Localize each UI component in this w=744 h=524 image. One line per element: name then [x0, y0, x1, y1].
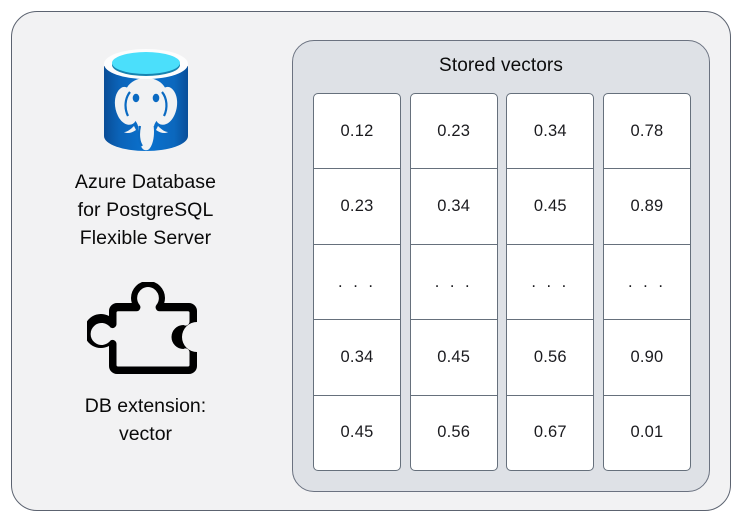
database-section: Azure Database for PostgreSQL Flexible S… [18, 30, 273, 485]
vector-cell: 0.01 [630, 423, 664, 442]
extension-caption: DB extension: vector [85, 392, 206, 448]
vector-cell: 0.45 [507, 169, 594, 245]
vector-cell: 0.34 [314, 320, 400, 396]
vector-column-4: 0.78 0.89 . . . 0.90 0.01 [602, 93, 691, 471]
extension-caption-line-1: DB extension: [84, 395, 207, 417]
vector-cell-ellipsis: . . . [410, 245, 497, 321]
azure-postgresql-database-icon [94, 42, 198, 160]
stored-vectors-title: Stored vectors [439, 55, 563, 76]
extension-caption-line-2: vector [118, 423, 173, 445]
vector-cell-ellipsis: . . . [507, 245, 594, 321]
vector-cell-ellipsis: . . . [314, 245, 400, 321]
vector-cell: 0.78 [603, 94, 690, 170]
vector-cell: 0.45 [340, 423, 374, 442]
vector-column-3: 0.34 0.45 . . . 0.56 0.67 [506, 93, 595, 471]
vector-cell: 0.12 [314, 94, 400, 170]
vector-cell: 0.67 [533, 423, 567, 442]
vector-cell-ellipsis: . . . [603, 245, 690, 321]
vector-cell: 0.34 [410, 169, 497, 245]
vector-column-1: 0.12 0.23 . . . 0.34 0.45 [313, 93, 401, 471]
vector-cell: 0.56 [507, 320, 594, 396]
puzzle-piece-icon [83, 281, 205, 382]
stored-vectors-grid: 0.12 0.23 . . . 0.34 0.45 0.23 0.34 . . … [313, 93, 691, 471]
database-caption-line-3: Flexible Server [79, 227, 212, 249]
vector-cell: 0.89 [603, 169, 690, 245]
vector-cell: 0.23 [410, 94, 497, 170]
database-caption-line-2: for PostgreSQL [77, 199, 214, 221]
vector-column-2: 0.23 0.34 . . . 0.45 0.56 [409, 93, 498, 471]
vector-cell: 0.45 [410, 320, 497, 396]
database-caption-line-1: Azure Database [74, 171, 217, 193]
database-caption: Azure Database for PostgreSQL Flexible S… [75, 168, 216, 252]
vector-cell: 0.90 [603, 320, 690, 396]
vector-cell: 0.23 [314, 169, 400, 245]
stored-vectors-panel: Stored vectors 0.12 0.23 . . . 0.34 0.45… [292, 40, 710, 492]
vector-cell: 0.34 [507, 94, 594, 170]
vector-cell: 0.56 [437, 423, 471, 442]
